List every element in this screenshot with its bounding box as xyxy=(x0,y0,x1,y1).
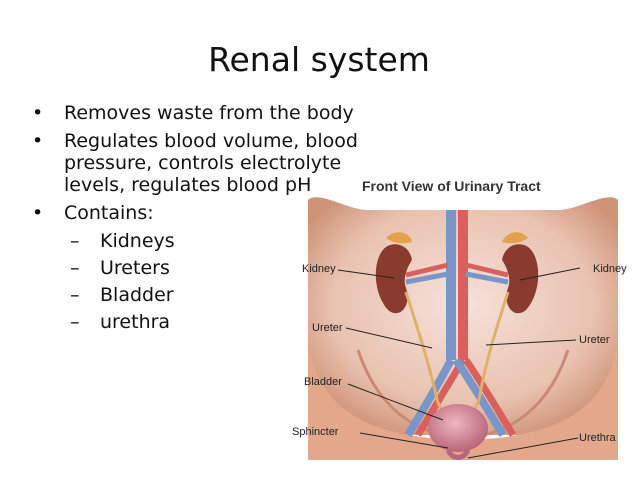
figure-title: Front View of Urinary Tract xyxy=(362,178,541,194)
bladder-shape xyxy=(428,404,488,452)
bullet-item: • Contains: –Kidneys –Ureters –Bladder –… xyxy=(30,202,370,333)
urinary-tract-illustration xyxy=(308,197,618,460)
bullet-text: Contains: xyxy=(64,202,154,224)
bullet-text: Removes waste from the body xyxy=(64,102,354,124)
bullet-dot-icon: • xyxy=(32,102,44,124)
label-sphincter: Sphincter xyxy=(292,426,339,438)
sub-item-text: Bladder xyxy=(100,284,174,306)
label-kidney-left: Kidney xyxy=(302,263,336,275)
label-bladder: Bladder xyxy=(304,376,342,388)
sub-item-text: urethra xyxy=(100,311,171,333)
sub-list: –Kidneys –Ureters –Bladder –urethra xyxy=(64,230,370,333)
sub-item: –Kidneys xyxy=(64,230,370,252)
dash-icon: – xyxy=(70,311,80,333)
bullet-item: • Regulates blood volume, blood pressure… xyxy=(30,130,370,196)
bullet-dot-icon: • xyxy=(32,130,44,152)
bullet-text: Regulates blood volume, blood pressure, … xyxy=(64,130,358,196)
sub-item: –urethra xyxy=(64,311,370,333)
bullet-list: • Removes waste from the body • Regulate… xyxy=(30,102,370,339)
sub-item: –Ureters xyxy=(64,257,370,279)
dash-icon: – xyxy=(70,257,80,279)
sub-item-text: Kidneys xyxy=(100,230,175,252)
bullet-item: • Removes waste from the body xyxy=(30,102,370,124)
slide-title: Renal system xyxy=(208,40,430,79)
bullet-dot-icon: • xyxy=(32,202,44,224)
label-urethra: Urethra xyxy=(579,432,616,444)
left-kidney-shape xyxy=(375,244,412,314)
label-kidney-right: Kidney xyxy=(593,263,627,275)
sub-item: –Bladder xyxy=(64,284,370,306)
label-ureter-right: Ureter xyxy=(579,334,610,346)
label-ureter-left: Ureter xyxy=(312,322,343,334)
dash-icon: – xyxy=(70,230,80,252)
dash-icon: – xyxy=(70,284,80,306)
sub-item-text: Ureters xyxy=(100,257,170,279)
right-kidney-shape xyxy=(502,244,539,314)
